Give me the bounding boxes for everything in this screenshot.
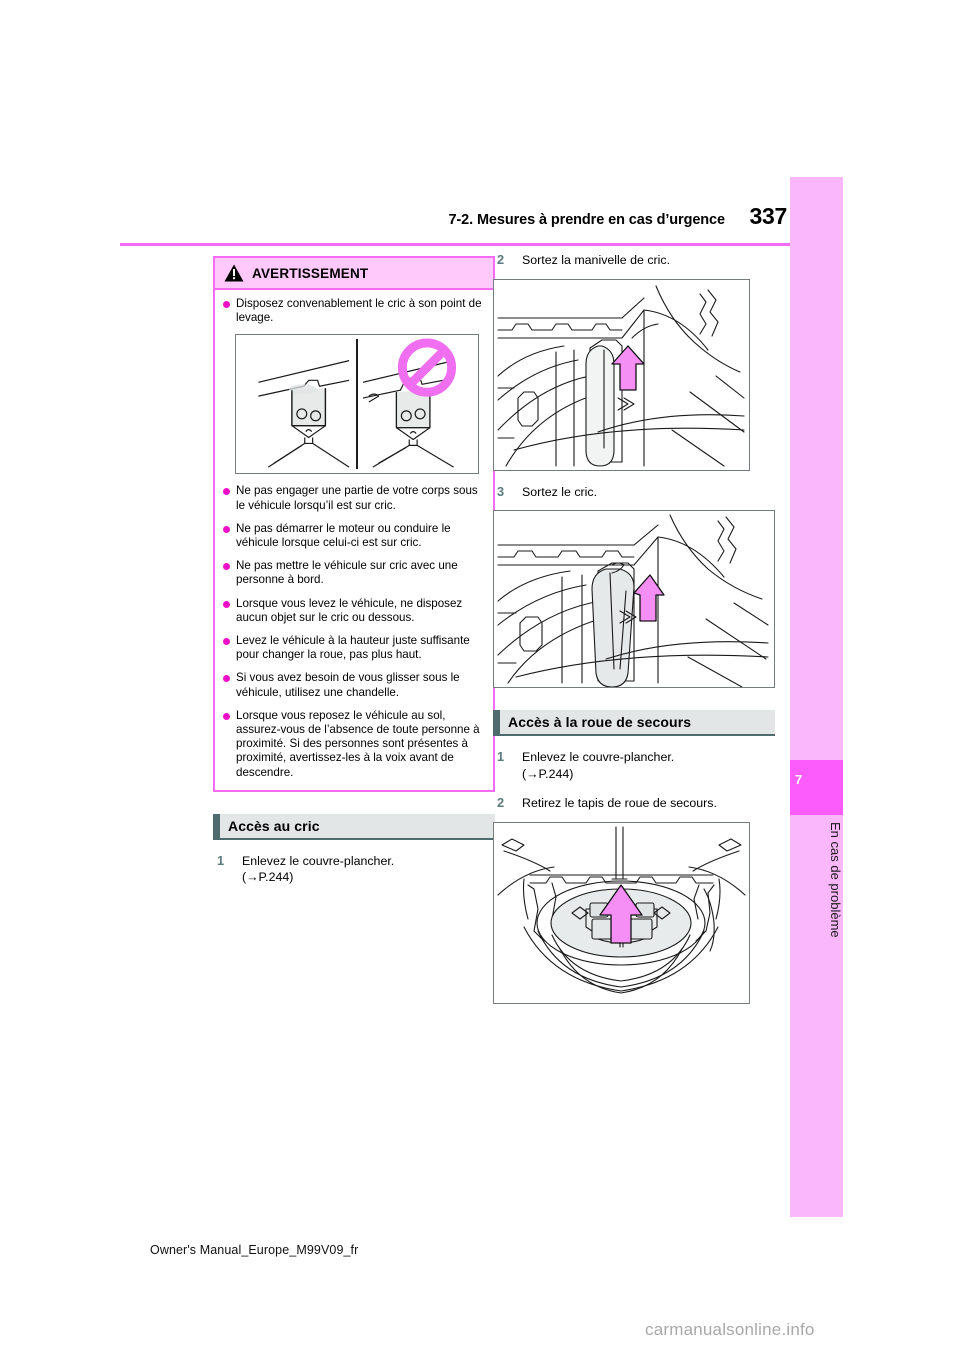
step-number: 2 bbox=[497, 795, 505, 810]
jack-removal-figure bbox=[493, 510, 775, 688]
step-item: 2 Retirez le tapis de roue de secours. bbox=[493, 795, 775, 812]
warning-box: AVERTISSEMENT Disposez convenablement le… bbox=[213, 256, 495, 792]
section-heading-jack-access: Accès au cric bbox=[213, 813, 495, 840]
site-watermark: carmanualsonline.info bbox=[645, 1320, 815, 1339]
step-item: 1 Enlevez le couvre-plancher. (→P.244) bbox=[493, 749, 775, 782]
step-text: Sortez la manivelle de cric. bbox=[522, 253, 671, 267]
list-item: Ne pas engager une partie de votre corps… bbox=[223, 484, 485, 512]
chapter-thumb-index-band bbox=[790, 177, 843, 1217]
section-heading-label: Accès à la roue de secours bbox=[508, 714, 692, 730]
step-number: 3 bbox=[497, 483, 505, 499]
list-item: Ne pas démarrer le moteur ou conduire le… bbox=[223, 522, 485, 550]
step-text: Enlevez le couvre-plancher. bbox=[522, 750, 675, 764]
direction-arrow-up-icon bbox=[599, 883, 643, 944]
step-item: 3 Sortez le cric. bbox=[493, 484, 775, 501]
direction-arrow-up-icon bbox=[633, 574, 665, 622]
step-number: 1 bbox=[497, 749, 505, 764]
warning-triangle-icon bbox=[224, 264, 244, 282]
chapter-number: 7 bbox=[795, 772, 803, 787]
prohibition-sign-icon bbox=[397, 338, 457, 398]
left-column: AVERTISSEMENT Disposez convenablement le… bbox=[213, 256, 495, 886]
section-heading-spare-wheel-access: Accès à la roue de secours bbox=[493, 710, 775, 736]
header-rule bbox=[120, 243, 790, 246]
warning-title: AVERTISSEMENT bbox=[252, 265, 369, 281]
direction-arrow-up-icon bbox=[611, 344, 645, 391]
list-item: Disposez convenablement le cric à son po… bbox=[223, 297, 485, 325]
step-item: 1 Enlevez le couvre-plancher. (→P.244) bbox=[213, 853, 495, 886]
spare-wheel-compartment-illustration bbox=[497, 825, 746, 994]
step-number: 1 bbox=[217, 852, 225, 868]
jack-placement-figure bbox=[235, 334, 479, 475]
list-item: Lorsque vous reposez le véhicule au sol,… bbox=[223, 709, 485, 780]
document-id-footer: Owner's Manual_Europe_M99V09_fr bbox=[150, 1243, 359, 1257]
warning-header: AVERTISSEMENT bbox=[215, 258, 493, 290]
step-text: Retirez le tapis de roue de secours. bbox=[522, 796, 717, 810]
chapter-title-vertical: En cas de problème bbox=[828, 822, 843, 938]
jack-removal-illustration bbox=[497, 514, 769, 687]
spare-wheel-figure bbox=[493, 821, 750, 1004]
section-heading-label: Accès au cric bbox=[228, 817, 320, 834]
list-item: Lorsque vous levez le véhicule, ne dispo… bbox=[223, 597, 485, 625]
jack-placement-illustration bbox=[258, 338, 457, 470]
jack-handle-figure bbox=[493, 278, 750, 471]
warning-bullets-top: Disposez convenablement le cric à son po… bbox=[223, 297, 485, 325]
step-text: Sortez le cric. bbox=[522, 484, 598, 499]
list-item: Levez le véhicule à la hauteur juste suf… bbox=[223, 634, 485, 662]
chapter-thumb-index-tab bbox=[790, 760, 843, 815]
step-cross-reference[interactable]: (→P.244) bbox=[242, 870, 294, 885]
list-item: Si vous avez besoin de vous glisser sous… bbox=[223, 671, 485, 699]
step-number: 2 bbox=[497, 252, 505, 267]
step-text: Enlevez le couvre-plancher. bbox=[242, 853, 395, 868]
running-head-title: 7-2. Mesures à prendre en cas d’urgence bbox=[448, 212, 725, 228]
right-column: 2 Sortez la manivelle de cric. bbox=[493, 252, 775, 1004]
warning-bullets-bottom: Ne pas engager une partie de votre corps… bbox=[223, 484, 485, 779]
page-number: 337 bbox=[749, 203, 788, 229]
list-item: Ne pas mettre le véhicule sur cric avec … bbox=[223, 559, 485, 587]
warning-body: Disposez convenablement le cric à son po… bbox=[215, 290, 493, 790]
step-item: 2 Sortez la manivelle de cric. bbox=[493, 252, 775, 269]
jack-handle-removal-illustration bbox=[497, 284, 745, 467]
step-cross-reference[interactable]: (→P.244) bbox=[522, 766, 574, 781]
